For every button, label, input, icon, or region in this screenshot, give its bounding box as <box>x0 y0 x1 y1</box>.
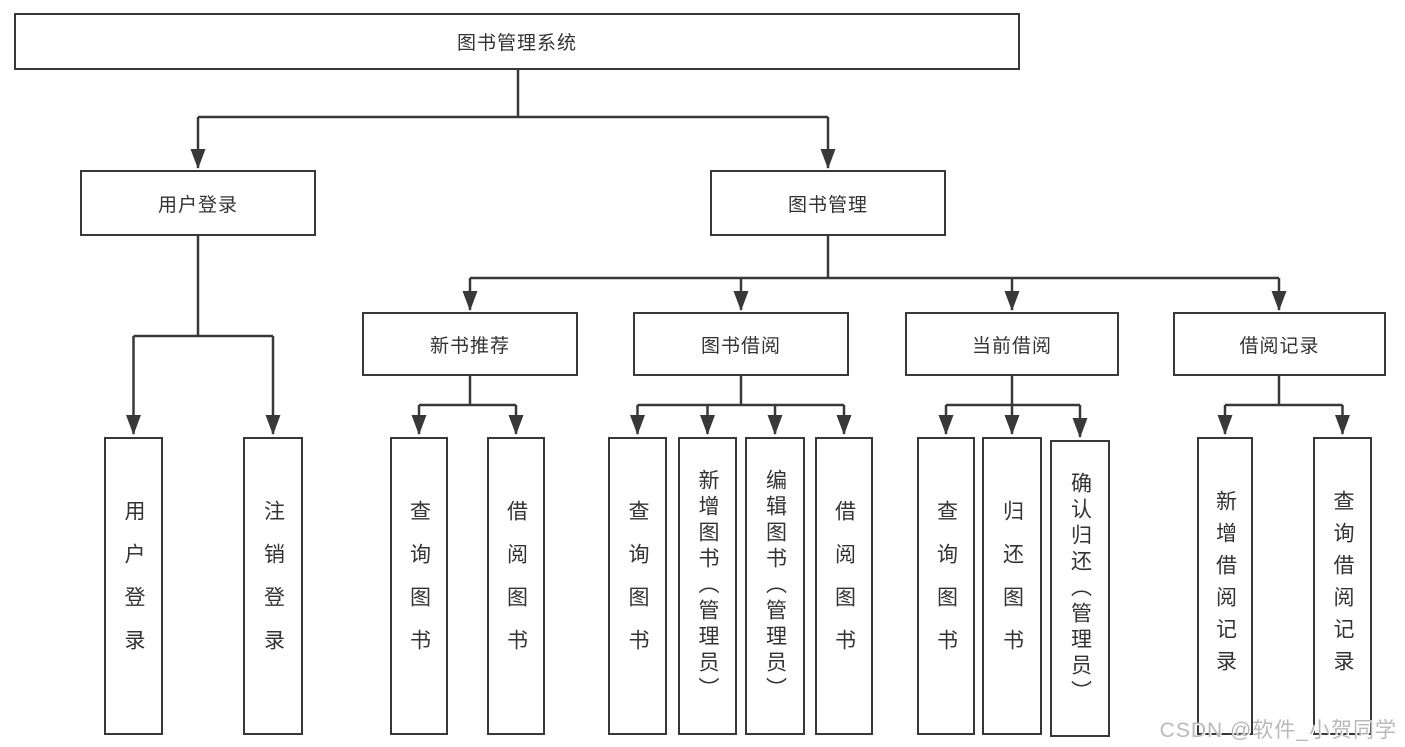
node-book-management-label: 图书管理 <box>787 194 868 216</box>
leaf-rec-borrow-books: 借阅图书 <box>487 437 545 735</box>
leaf-cb-confirm-return-admin: 确认归还（管理员） <box>1050 440 1110 737</box>
leaf-rec-query-books: 查询图书 <box>390 437 448 735</box>
leaf-br-query-record-label: 查询借阅记录 <box>1331 490 1354 682</box>
leaf-user-login: 用户登录 <box>104 437 163 735</box>
leaf-logout: 注销登录 <box>243 437 303 735</box>
leaf-user-login-label: 用户登录 <box>122 500 145 672</box>
leaf-bb-edit-books-admin: 编辑图书（管理员） <box>745 437 805 735</box>
node-borrowing-records: 借阅记录 <box>1173 312 1386 376</box>
node-root-label: 图书管理系统 <box>456 33 577 54</box>
leaf-bb-query-books-label: 查询图书 <box>626 500 649 672</box>
node-user-login: 用户登录 <box>80 170 316 236</box>
leaf-cb-query-books-label: 查询图书 <box>934 500 958 672</box>
leaf-cb-return-books-label: 归还图书 <box>1000 500 1024 672</box>
leaf-logout-label: 注销登录 <box>261 500 285 672</box>
node-book-borrowing: 图书借阅 <box>633 312 849 376</box>
leaf-br-add-record-label: 新增借阅记录 <box>1213 490 1237 682</box>
node-new-book-recommend-label: 新书推荐 <box>429 335 510 357</box>
leaf-bb-borrow-books-label: 借阅图书 <box>832 500 856 672</box>
leaf-bb-add-books-admin-label: 新增图书（管理员） <box>696 469 719 703</box>
watermark: CSDN @软件_小贺同学 <box>1159 719 1397 742</box>
node-book-borrowing-label: 图书借阅 <box>700 335 781 357</box>
leaf-bb-add-books-admin: 新增图书（管理员） <box>678 437 737 735</box>
node-current-borrowing: 当前借阅 <box>905 312 1119 376</box>
node-borrowing-records-label: 借阅记录 <box>1239 335 1320 357</box>
leaf-cb-confirm-return-admin-label: 确认归还（管理员） <box>1068 471 1092 706</box>
leaf-rec-borrow-books-label: 借阅图书 <box>504 500 528 672</box>
node-book-management: 图书管理 <box>710 170 946 236</box>
node-current-borrowing-label: 当前借阅 <box>971 335 1052 357</box>
node-new-book-recommend: 新书推荐 <box>362 312 578 376</box>
node-user-login-label: 用户登录 <box>157 194 238 216</box>
leaf-cb-return-books: 归还图书 <box>982 437 1042 735</box>
leaf-br-add-record: 新增借阅记录 <box>1197 437 1253 735</box>
leaf-bb-query-books: 查询图书 <box>608 437 667 735</box>
leaf-bb-borrow-books: 借阅图书 <box>815 437 873 735</box>
node-root: 图书管理系统 <box>14 13 1020 70</box>
leaf-rec-query-books-label: 查询图书 <box>407 500 431 672</box>
leaf-bb-edit-books-admin-label: 编辑图书（管理员） <box>763 469 787 703</box>
leaf-cb-query-books: 查询图书 <box>917 437 975 735</box>
leaf-br-query-record: 查询借阅记录 <box>1313 437 1372 735</box>
